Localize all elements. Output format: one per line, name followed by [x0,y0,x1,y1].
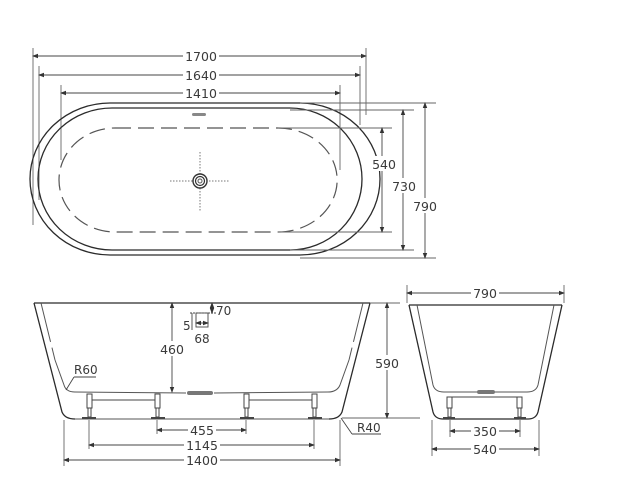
overflow-detail: 70 5 68 [183,302,231,346]
dim-end-top-width: 790 [473,286,497,301]
dim-outer-rim-length: 1640 [185,68,217,83]
dim-overflow-from-top: 70 [216,304,231,318]
dim-inner-depth: 460 [160,342,184,357]
dim-leg-outer-spacing: 1145 [186,438,218,453]
dim-overall-height: 590 [375,356,399,371]
dim-overall-length: 1700 [185,49,217,64]
top-view: 1700 1640 1410 [29,48,439,259]
dim-inner-radius: R60 [74,363,98,377]
dim-overflow-height: 5 [183,319,191,333]
dim-base-length: 1400 [186,453,218,468]
dim-leg-inner-spacing: 455 [190,423,214,438]
dim-rim-width: 730 [392,179,416,194]
legs [82,393,322,419]
end-view: 790 350 540 [406,285,565,457]
overflow-slot-icon [192,113,206,116]
dim-end-leg-spacing: 350 [473,424,497,439]
dim-overflow-width: 68 [194,332,209,346]
side-view: 460 70 5 68 R60 590 R40 [33,302,420,468]
dim-base-radius: R40 [357,421,381,435]
dim-end-base-width: 540 [473,442,497,457]
dim-inner-width: 540 [372,157,396,172]
dim-overall-width: 790 [413,199,437,214]
drain-icon [170,152,230,211]
dim-inner-length: 1410 [185,86,217,101]
